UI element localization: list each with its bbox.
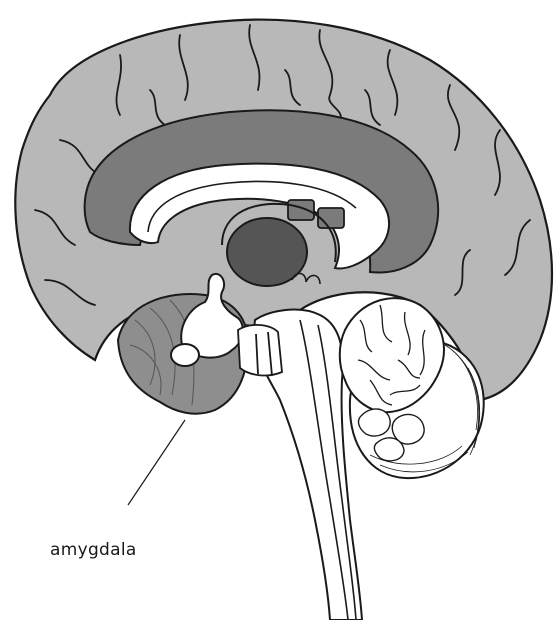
fornix-block-2 bbox=[318, 208, 344, 228]
pons bbox=[238, 325, 282, 376]
amygdala-label: amygdala bbox=[50, 540, 137, 560]
amygdala bbox=[171, 344, 199, 366]
amygdala-pointer-line bbox=[128, 420, 185, 505]
fornix-block-1 bbox=[288, 200, 314, 220]
